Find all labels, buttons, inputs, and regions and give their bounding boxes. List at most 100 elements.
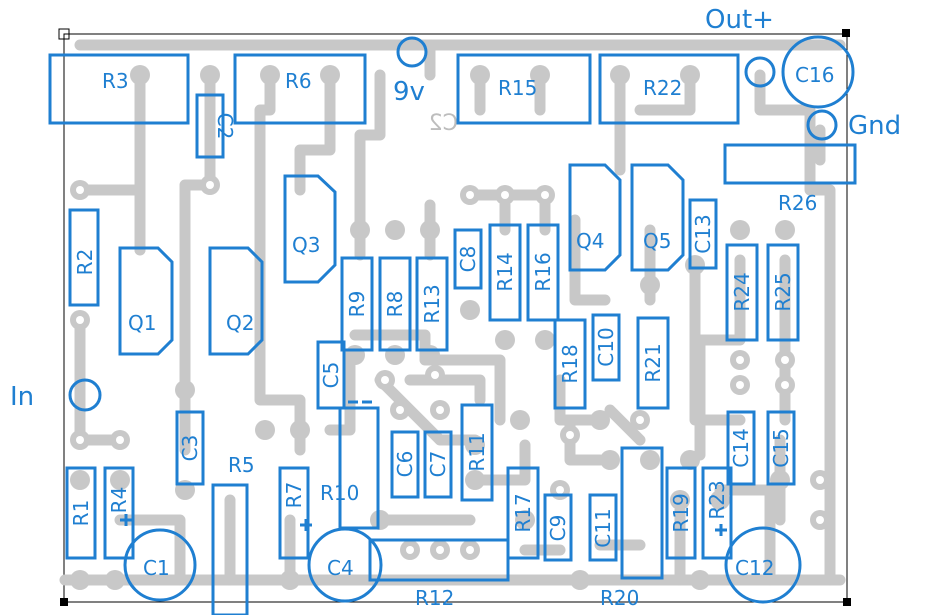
capacitor-c3-body [175,410,205,486]
resistor-r24-body [725,243,759,342]
corner-marker [842,29,850,37]
label-9v: 9v [393,77,425,107]
label-c3: C3 [178,435,202,462]
label-c8: C8 [456,246,480,273]
label-c6: C6 [393,451,417,478]
resistor-r23-body [701,466,733,560]
resistor-r12-body [368,538,510,582]
label-r24: R24 [730,272,754,311]
capacitor-c5-body [316,340,346,410]
label-r1: R1 [69,500,93,527]
resistor-r14-body [488,223,522,322]
label-c5: C5 [319,362,343,389]
resistor-r18-body [553,318,587,410]
resistor-r15-body [456,53,592,125]
label-r9: R9 [345,291,369,318]
polarity-marks [120,400,727,536]
label-r4: R4 [107,487,131,514]
label-q1: Q1 [128,311,156,335]
label-q5: Q5 [643,229,671,253]
label-in: In [10,382,34,412]
silkscreen [48,35,857,615]
label-r12: R12 [415,586,454,610]
label-c9: C9 [546,515,570,542]
capacitor-c10-body [591,313,621,382]
label-r14: R14 [493,252,517,291]
label-c14: C14 [729,428,753,467]
capacitor-c14-body [726,410,756,486]
resistor-r26-body [723,143,857,185]
label-c15: C15 [769,428,793,467]
label-r23: R23 [705,480,729,519]
label-out: Out+ [705,5,774,35]
capacitor-c7-body [423,430,453,499]
label-c16: C16 [795,63,834,87]
resistor-r16-body [526,223,560,322]
resistor-r25-body [766,243,800,342]
capacitor-c12-body [724,526,802,604]
resistor-r21-body [636,316,670,410]
resistor-r10-body [338,406,380,530]
resistor-r8-body [378,256,412,352]
resistor-r17-body [506,466,540,560]
label-c2: C2 [213,113,237,140]
capacitor-c8-body [453,228,483,290]
capacitor-c2-body [195,93,225,159]
label-r20: R20 [600,586,639,610]
transistor-q5-body [630,163,685,272]
corner-marker [843,598,851,606]
resistor-r1-body [65,466,97,560]
label-r21: R21 [641,343,665,382]
label-r15: R15 [498,76,537,100]
label-c4: C4 [327,556,354,580]
label-q4: Q4 [576,229,604,253]
corner-marker [60,598,68,606]
label-r13: R13 [420,284,444,323]
label-q3: Q3 [292,233,320,257]
label-r19: R19 [669,493,693,532]
label-r8: R8 [383,291,407,318]
pad-holes [76,181,824,554]
capacitor-c11-body [588,493,618,562]
capacitor-c1-body [123,528,197,602]
label-r11: R11 [465,432,489,471]
mirrored-silk-text: C2 [429,111,458,136]
capacitor-c16-body [781,35,855,109]
label-r3: R3 [102,69,129,93]
label-q2: Q2 [226,311,254,335]
label-r5: R5 [228,453,255,477]
resistor-r3-body [48,53,190,125]
label-c11: C11 [591,508,615,547]
resistor-r5-body [211,483,249,615]
transistor-q2-body [208,246,264,356]
label-gnd: Gnd [848,111,901,141]
resistor-r11-body [460,403,494,502]
label-r6: R6 [285,69,312,93]
capacitor-c9-body [543,493,573,562]
label-c10: C10 [594,327,618,366]
label-c13: C13 [691,214,715,253]
label-r25: R25 [771,272,795,311]
capacitor-c15-body [766,410,796,486]
label-r10: R10 [320,481,359,505]
transistor-q3-body [283,174,337,284]
capacitor-c6-body [390,430,420,499]
resistor-r9-body [340,256,374,352]
resistor-r20-body [620,446,664,580]
label-r22: R22 [643,76,682,100]
board-outline [63,33,848,603]
label-r17: R17 [511,493,535,532]
label-c12: C12 [735,556,774,580]
label-r2: R2 [73,249,97,276]
label-r18: R18 [558,344,582,383]
transistor-q4-body [568,163,622,272]
resistor-r22-body [598,53,740,125]
terminal-9v-pad [396,36,428,68]
resistor-r2-body [68,208,100,307]
resistor-r4-body [103,466,135,560]
corner-marker [58,28,70,40]
terminal-out-pad [744,56,776,88]
label-r7: R7 [282,482,306,509]
label-c1: C1 [143,556,170,580]
